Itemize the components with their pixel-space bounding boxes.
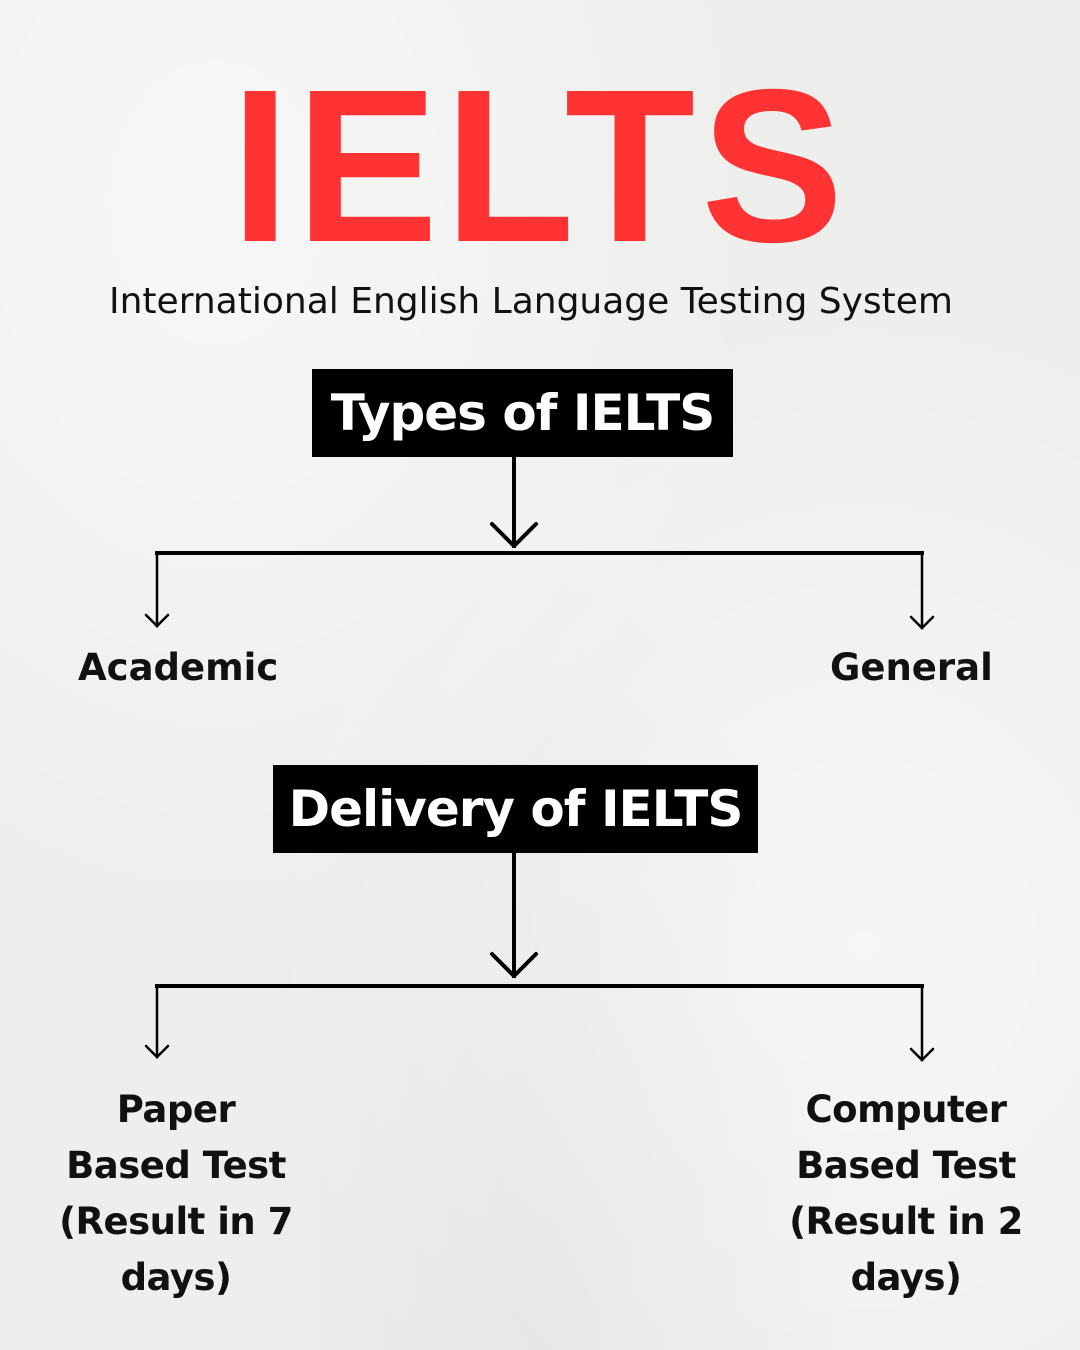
- types-heading: Types of IELTS: [330, 384, 716, 442]
- types-heading-box: Types of IELTS: [312, 369, 733, 457]
- subtitle: International English Language Testing S…: [109, 281, 953, 322]
- delivery-paper-line: days): [120, 1256, 232, 1299]
- delivery-right-arrowhead: [909, 1047, 935, 1062]
- title: IELTS: [230, 45, 850, 288]
- delivery-paper-line: (Result in 7: [59, 1200, 293, 1243]
- types-right-arrowhead: [909, 615, 935, 630]
- delivery-computer-line: days): [850, 1256, 962, 1299]
- delivery-paper-line: Based Test: [66, 1144, 286, 1187]
- delivery-computer-label: Computer Based Test (Result in 2 days): [756, 1082, 1056, 1306]
- delivery-computer-line: Based Test: [796, 1144, 1016, 1187]
- types-general-label: General: [830, 646, 993, 689]
- delivery-heading: Delivery of IELTS: [288, 780, 744, 838]
- types-left-arrowhead: [144, 613, 170, 628]
- delivery-stem-arrowhead: [490, 952, 538, 978]
- delivery-heading-box: Delivery of IELTS: [273, 765, 758, 853]
- types-academic-label: Academic: [78, 646, 279, 689]
- types-stem-arrowhead: [490, 522, 538, 548]
- delivery-paper-label: Paper Based Test (Result in 7 days): [26, 1082, 326, 1306]
- delivery-computer-line: (Result in 2: [789, 1200, 1023, 1243]
- delivery-left-arrowhead: [144, 1044, 170, 1059]
- delivery-computer-line: Computer: [805, 1088, 1007, 1131]
- delivery-paper-line: Paper: [116, 1088, 236, 1131]
